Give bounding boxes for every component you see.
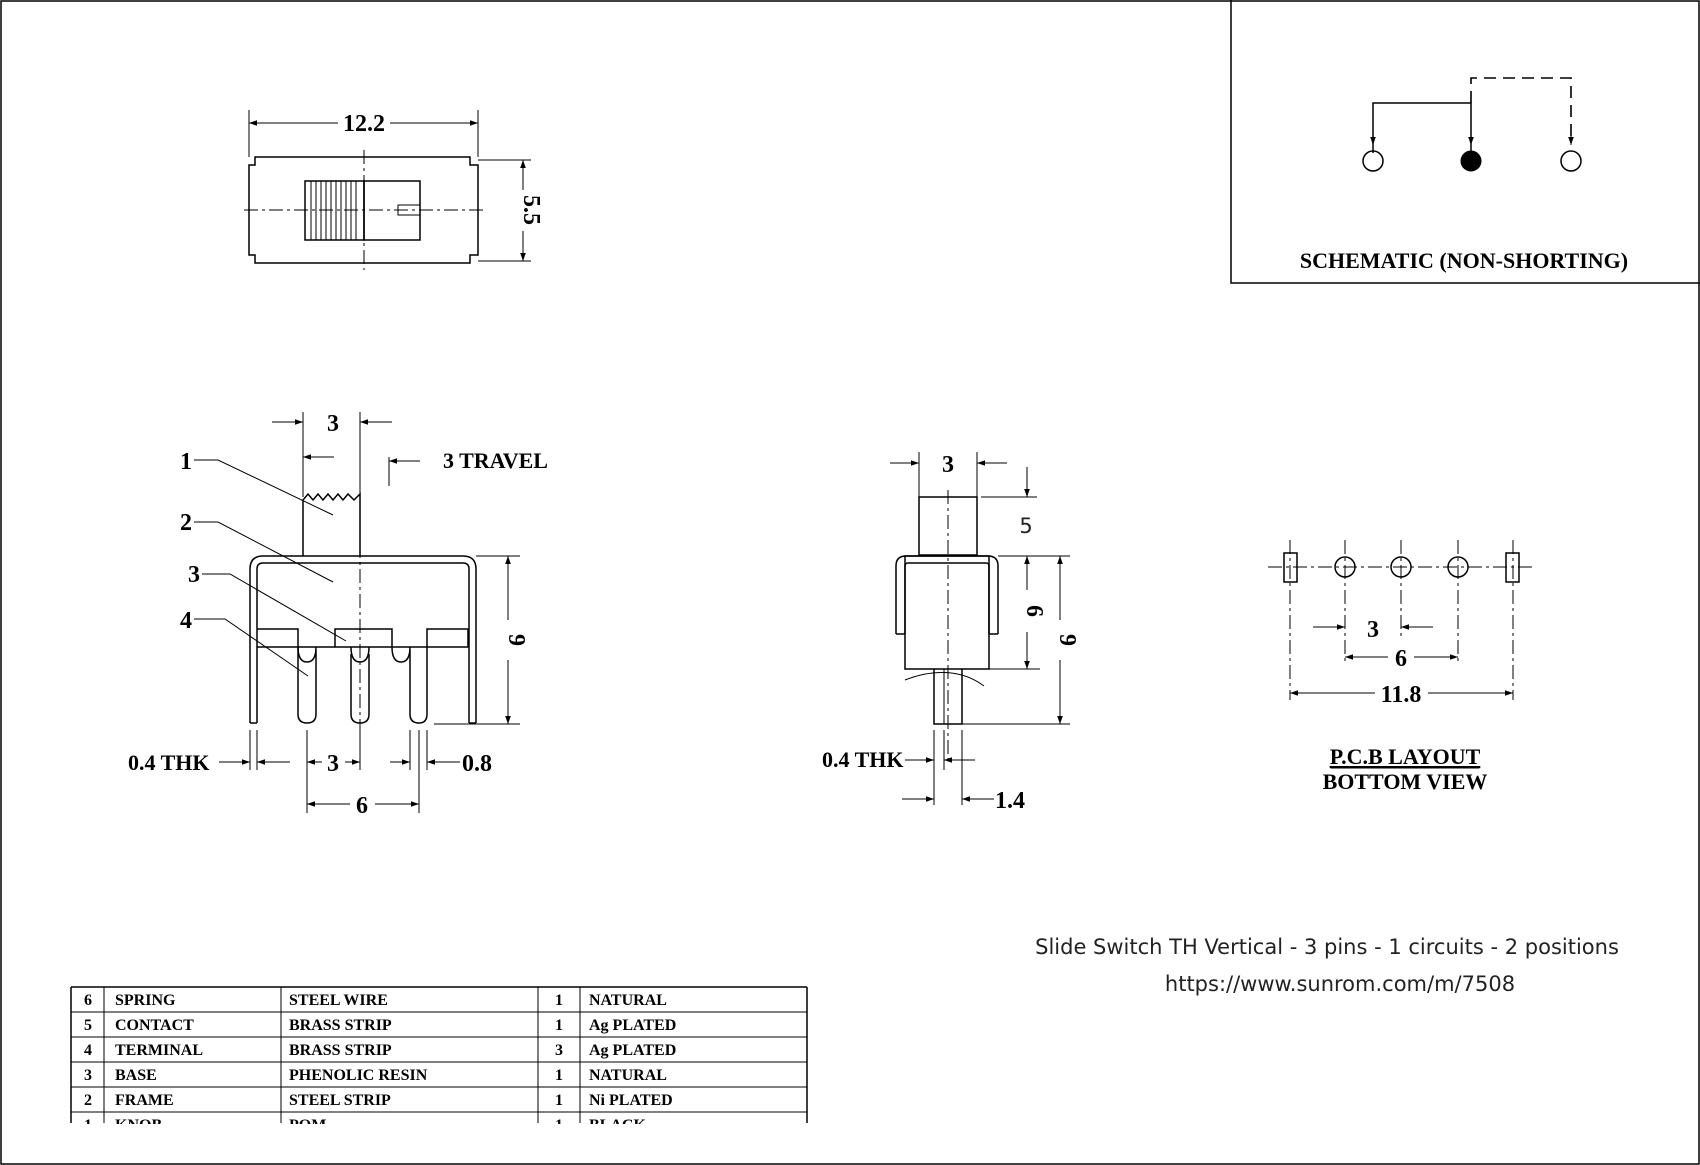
bom-cell-material: BRASS STRIP	[289, 1042, 392, 1059]
bom-cell-finish: Ag PLATED	[589, 1017, 676, 1034]
pcb-total-dimension: 11.8	[1381, 682, 1422, 708]
pcb-layout: 3 6 11.8 P.C.B LAYOUT BOTTOM VIEW	[1268, 540, 1535, 794]
side-view: 3 5 6 9 0.4 THK 1.4	[822, 452, 1080, 814]
side-pin-width: 1.4	[995, 788, 1025, 814]
schematic-title: SCHEMATIC (NON-SHORTING)	[1300, 248, 1628, 273]
callout-4: 4	[180, 608, 192, 634]
front-base	[257, 628, 469, 648]
bom-cell-qty: 3	[555, 1042, 563, 1059]
front-view: 3 3 TRAVEL 1 2 3 4	[128, 411, 548, 819]
side-frame	[895, 555, 999, 634]
callout-1: 1	[180, 449, 192, 475]
side-total-height: 9	[1054, 634, 1080, 646]
front-height-dimension: 9	[503, 634, 529, 646]
front-travel-label: 3 TRAVEL	[443, 448, 548, 473]
top-height-dimension: 5.5	[518, 195, 544, 225]
bom-cell-finish: Ag PLATED	[589, 1042, 676, 1059]
bom-cell-part: KNOB	[115, 1117, 162, 1134]
callout-3: 3	[188, 562, 200, 588]
top-view: 12.2 5.5	[244, 110, 544, 270]
top-view-body	[248, 156, 479, 264]
table-row: 6 SPRING STEEL WIRE 1 NATURAL	[71, 992, 807, 1013]
side-body	[904, 555, 990, 670]
schematic-contact-line	[1372, 102, 1472, 153]
bom-cell-qty: 1	[555, 1067, 563, 1084]
front-pin-left	[297, 647, 317, 724]
pcb-span-dimension: 6	[1395, 646, 1407, 672]
schematic-terminal-common	[1460, 150, 1482, 172]
bom-cell-finish: BLACK	[589, 1117, 646, 1134]
bom-cell-qty: 1	[555, 1092, 563, 1109]
bom-cell-no: 5	[84, 1017, 92, 1034]
table-row: 1 KNOB POM 1 BLACK	[84, 1117, 646, 1134]
bom-cell-part: CONTACT	[115, 1017, 194, 1034]
front-pin-right	[409, 647, 428, 724]
pcb-pitch-dimension: 3	[1367, 617, 1379, 643]
bom-cell-qty: 1	[555, 1017, 563, 1034]
table-row: 5 CONTACT BRASS STRIP 1 Ag PLATED	[71, 1017, 807, 1038]
pcb-layout-title: P.C.B LAYOUT	[1330, 744, 1481, 769]
bom-cell-no: 4	[84, 1042, 92, 1059]
bom-cell-no: 6	[84, 992, 92, 1009]
pcb-layout-subtitle: BOTTOM VIEW	[1323, 769, 1488, 794]
side-thickness-label: 0.4 THK	[822, 747, 904, 772]
front-frame	[249, 555, 477, 723]
schematic-terminal-left	[1362, 150, 1384, 172]
bom-cell-part: BASE	[115, 1067, 157, 1084]
bom-cell-part: TERMINAL	[115, 1042, 203, 1059]
product-title: Slide Switch TH Vertical - 3 pins - 1 ci…	[1035, 935, 1619, 959]
front-knob	[302, 492, 361, 556]
bom-cell-finish: NATURAL	[589, 992, 667, 1009]
bom-cell-qty: 1	[555, 992, 563, 1009]
bom-cell-material: POM	[289, 1117, 326, 1134]
bom-cell-no: 1	[84, 1117, 92, 1134]
schematic-alt-position	[1470, 77, 1572, 143]
bom-cell-no: 3	[84, 1067, 92, 1084]
bom-cell-part: FRAME	[115, 1092, 174, 1109]
front-pin-pitch: 3	[327, 751, 339, 777]
table-row: 2 FRAME STEEL STRIP 1 Ni PLATED	[71, 1092, 807, 1113]
side-body-height: 6	[1021, 605, 1047, 617]
top-width-dimension: 12.2	[343, 111, 385, 137]
bom-cell-material: STEEL STRIP	[289, 1092, 391, 1109]
product-url[interactable]: https://www.sunrom.com/m/7508	[1165, 972, 1515, 996]
callout-2: 2	[180, 510, 192, 536]
side-knob-height: 5	[1019, 514, 1032, 538]
table-row: 4 TERMINAL BRASS STRIP 3 Ag PLATED	[71, 1042, 807, 1063]
bom-cell-finish: Ni PLATED	[589, 1092, 673, 1109]
table-row: 3 BASE PHENOLIC RESIN 1 NATURAL	[71, 1067, 807, 1088]
bom-cell-qty: 1	[555, 1117, 563, 1134]
bom-cell-material: PHENOLIC RESIN	[289, 1067, 428, 1084]
front-pin-width: 0.8	[462, 751, 492, 777]
bom-cell-finish: NATURAL	[589, 1067, 667, 1084]
front-thickness-label: 0.4 THK	[128, 750, 210, 775]
schematic-terminal-right	[1560, 150, 1582, 172]
front-pin-span: 6	[356, 793, 368, 819]
front-knob-width: 3	[327, 411, 339, 437]
bom-cell-part: SPRING	[115, 992, 176, 1009]
bom-cell-material: BRASS STRIP	[289, 1017, 392, 1034]
side-knob-width: 3	[942, 452, 954, 478]
schematic-box: SCHEMATIC (NON-SHORTING)	[1230, 0, 1700, 284]
bom-cell-material: STEEL WIRE	[289, 992, 388, 1009]
bom-cell-no: 2	[84, 1092, 92, 1109]
